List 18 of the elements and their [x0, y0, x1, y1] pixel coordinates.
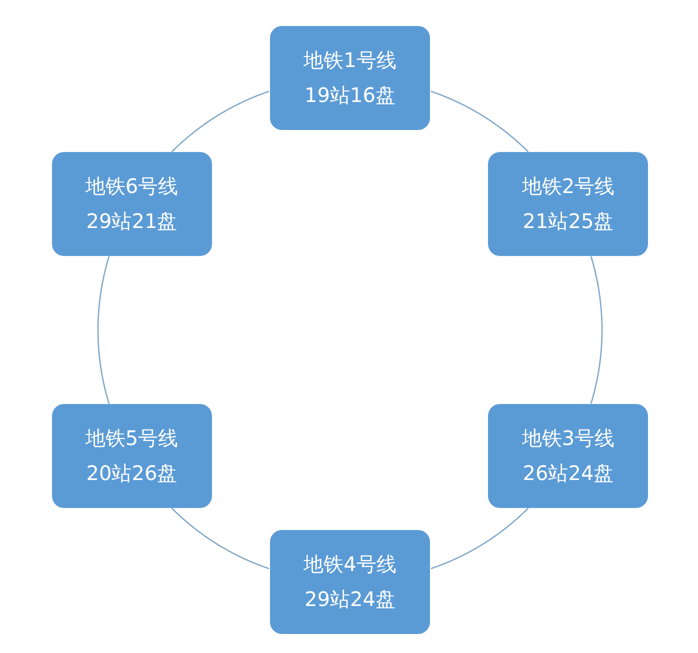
line-name: 地铁3号线: [522, 425, 615, 452]
line-name: 地铁4号线: [304, 551, 396, 578]
line-stats: 26站24盘: [522, 460, 614, 487]
line-stats: 19站16盘: [304, 82, 396, 109]
line-stats: 29站21盘: [86, 208, 178, 235]
line-stats: 29站24盘: [304, 586, 396, 613]
line-name: 地铁2号线: [522, 173, 615, 200]
line-stats: 20站26盘: [86, 460, 178, 487]
connector-arc: [430, 90, 529, 152]
line-name: 地铁6号线: [85, 173, 178, 200]
line-name: 地铁5号线: [85, 425, 178, 452]
connector-arc: [97, 256, 110, 404]
line-name: 地铁1号线: [304, 47, 396, 74]
connector-arc: [430, 508, 529, 570]
connector-arc: [590, 256, 603, 404]
connector-arc: [171, 508, 270, 570]
line-stats: 21站25盘: [522, 208, 614, 235]
connector-arc: [171, 90, 270, 152]
